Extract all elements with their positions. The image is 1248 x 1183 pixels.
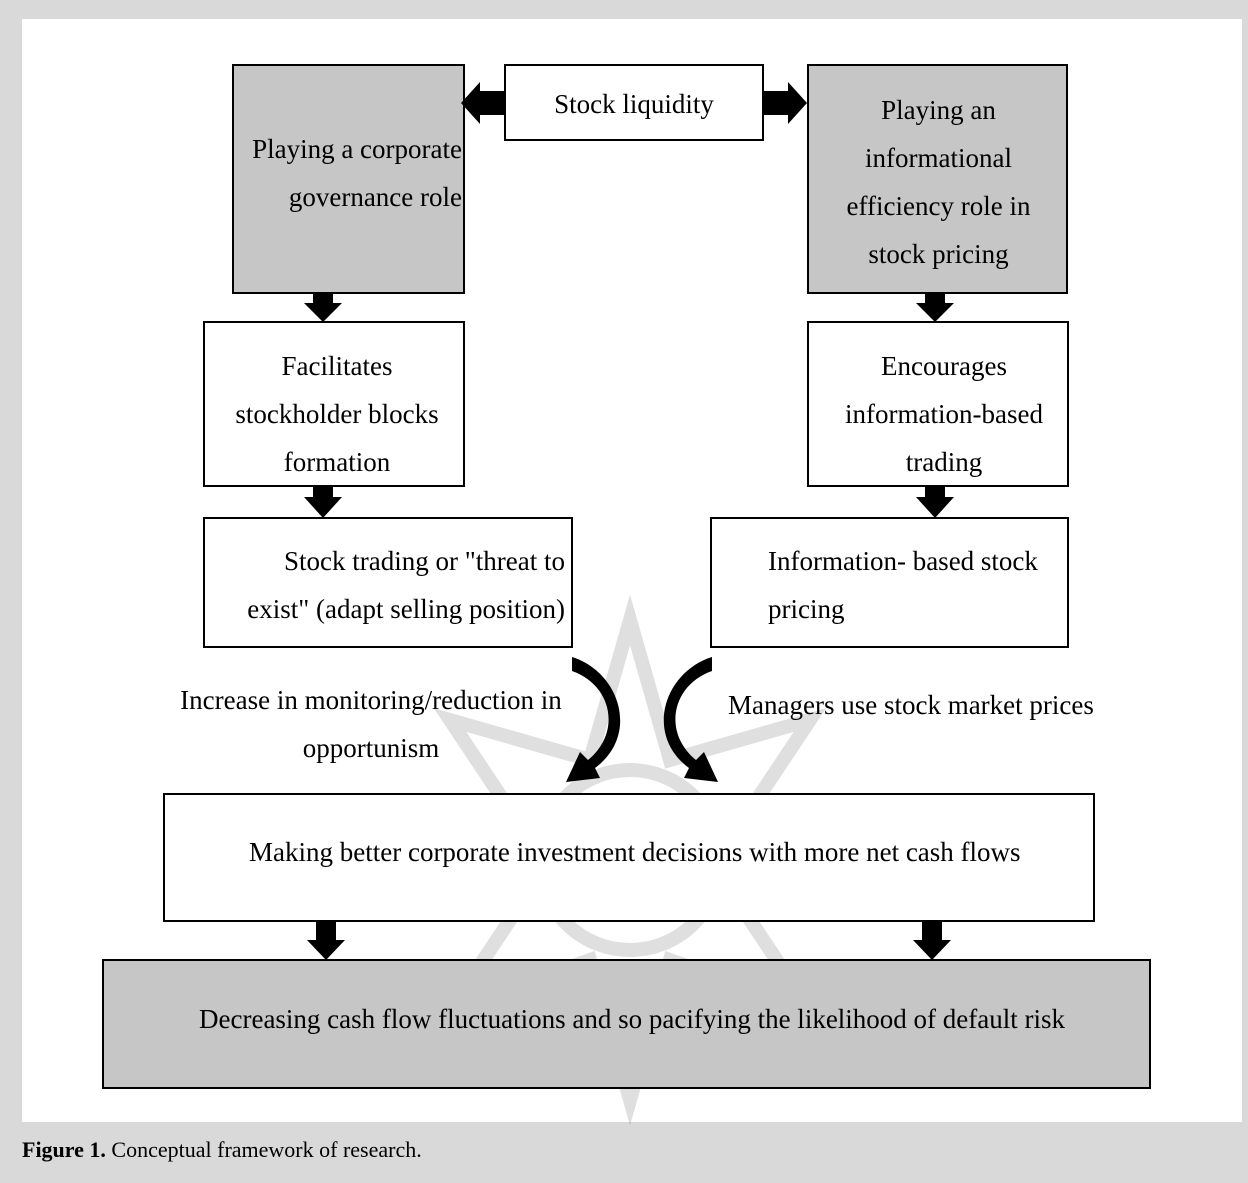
governance-role-box: Playing a corporate governance role bbox=[232, 64, 465, 294]
info-pricing-box: Information- based stock pricing bbox=[710, 517, 1069, 648]
managers-edge-label: Managers use stock market prices bbox=[728, 690, 1094, 720]
blocks-formation-box: Facilitates stockholder blocks formation bbox=[203, 321, 465, 487]
info-pricing-label: Information- based stock pricing bbox=[768, 546, 1038, 624]
informational-role-box: Playing an informational efficiency role… bbox=[807, 64, 1068, 294]
caption-label: Figure 1. bbox=[22, 1137, 106, 1162]
blocks-formation-label: Facilitates stockholder blocks formation bbox=[235, 351, 439, 477]
caption-text: Conceptual framework of research. bbox=[111, 1137, 422, 1162]
informational-role-label: Playing an informational efficiency role… bbox=[846, 95, 1031, 269]
stock-liquidity-box: Stock liquidity bbox=[504, 64, 764, 141]
investment-decisions-label: Making better corporate investment decis… bbox=[249, 837, 1021, 867]
figure-caption: Figure 1. Conceptual framework of resear… bbox=[22, 1137, 422, 1163]
info-trading-label: Encourages information-based trading bbox=[845, 351, 1043, 477]
governance-role-label: Playing a corporate governance role bbox=[252, 134, 462, 212]
stock-liquidity-label: Stock liquidity bbox=[554, 89, 714, 119]
default-risk-box: Decreasing cash flow fluctuations and so… bbox=[102, 959, 1151, 1089]
trading-threat-label: Stock trading or "threat to exist" (adap… bbox=[247, 546, 565, 624]
investment-decisions-box: Making better corporate investment decis… bbox=[163, 793, 1095, 922]
info-trading-box: Encourages information-based trading bbox=[807, 321, 1069, 487]
trading-threat-box: Stock trading or "threat to exist" (adap… bbox=[203, 517, 573, 648]
default-risk-label: Decreasing cash flow fluctuations and so… bbox=[199, 1004, 1066, 1034]
monitoring-edge-label: Increase in monitoring/reduction in oppo… bbox=[180, 685, 562, 763]
